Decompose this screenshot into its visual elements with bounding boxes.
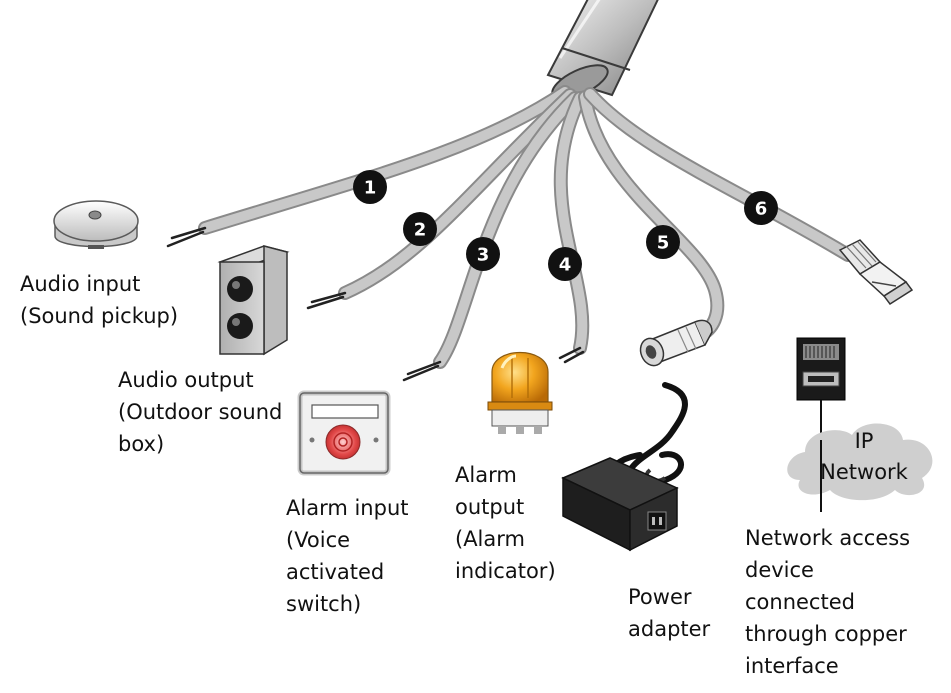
audio-input-device-icon bbox=[53, 200, 139, 249]
dc-connector-icon bbox=[639, 319, 713, 367]
rj45-connector-icon bbox=[838, 239, 914, 306]
badge-4: 4 bbox=[548, 247, 582, 281]
label-audio-output: Audio output (Outdoor sound box) bbox=[118, 368, 283, 456]
badge-6: 6 bbox=[744, 191, 778, 225]
cloud-label: IP Network bbox=[820, 429, 908, 484]
badge-1: 1 bbox=[353, 170, 387, 204]
power-adapter-icon bbox=[561, 382, 688, 552]
badge-2: 2 bbox=[403, 212, 437, 246]
badge-5-number: 5 bbox=[657, 233, 670, 254]
alarm-lamp-icon bbox=[487, 352, 553, 434]
cable-5 bbox=[578, 90, 725, 342]
badge-6-number: 6 bbox=[755, 199, 768, 220]
badge-2-number: 2 bbox=[414, 220, 427, 241]
badge-4-number: 4 bbox=[559, 255, 572, 276]
label-audio-input: Audio input (Sound pickup) bbox=[20, 272, 179, 328]
badge-3-number: 3 bbox=[477, 245, 490, 266]
cable-1 bbox=[166, 85, 572, 248]
label-power-adapter: Power adapter bbox=[628, 585, 711, 641]
cloud-icon bbox=[787, 423, 933, 512]
badge-3: 3 bbox=[466, 237, 500, 271]
speaker-box-icon bbox=[217, 245, 290, 356]
badge-5: 5 bbox=[646, 225, 680, 259]
cable-6 bbox=[583, 87, 855, 262]
network-device-icon bbox=[796, 337, 846, 512]
cable-2 bbox=[306, 88, 577, 310]
badge-1-number: 1 bbox=[364, 178, 377, 199]
cable-4 bbox=[553, 91, 590, 364]
label-network-device: Network access device connected through … bbox=[745, 526, 911, 678]
voice-switch-icon bbox=[297, 390, 391, 476]
label-alarm-input: Alarm input (Voice activated switch) bbox=[286, 496, 409, 616]
label-alarm-output: Alarm output (Alarm indicator) bbox=[455, 463, 556, 583]
